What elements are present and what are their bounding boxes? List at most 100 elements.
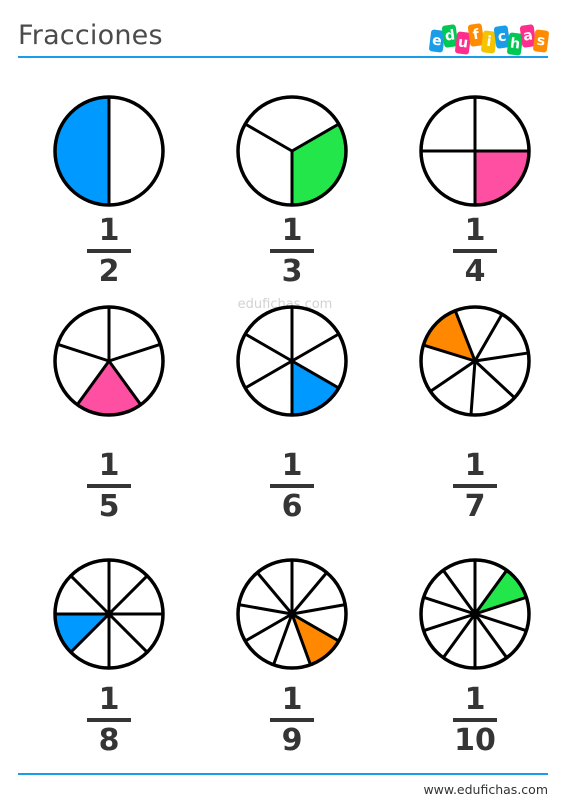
denominator: 8 — [98, 723, 120, 758]
numerator: 1 — [281, 213, 303, 248]
divider-line — [473, 351, 530, 363]
denominator: 10 — [454, 723, 496, 758]
fraction-bar — [270, 718, 314, 722]
divider-line — [473, 612, 509, 660]
circle-outline — [419, 305, 531, 417]
fraction-circle-1-6 — [234, 303, 350, 419]
divider-line — [290, 571, 329, 616]
divider-line — [421, 343, 477, 363]
divider-line — [473, 568, 509, 616]
denominator: 4 — [464, 254, 486, 289]
numerator: 1 — [98, 682, 120, 717]
divider-line — [453, 309, 477, 363]
divider-line — [272, 612, 294, 667]
divider-line — [441, 568, 477, 616]
divider-line — [473, 312, 504, 363]
numerator: 1 — [281, 448, 303, 483]
divider-line — [69, 574, 111, 616]
divider-line — [469, 359, 477, 417]
divider-line — [473, 359, 517, 400]
fraction-circle-1-10 — [417, 556, 533, 672]
fraction-bar — [87, 249, 131, 253]
numerator: 1 — [464, 213, 486, 248]
highlighted-sector — [77, 361, 141, 415]
footer-divider — [18, 773, 548, 775]
divider-line — [107, 342, 162, 363]
denominator: 6 — [281, 489, 303, 524]
divider-line — [290, 332, 341, 363]
fraction-bar — [453, 249, 497, 253]
divider-line — [107, 574, 149, 616]
circle-outline — [53, 305, 165, 417]
circle-outline — [53, 95, 165, 207]
numerator: 1 — [98, 448, 120, 483]
divider-line — [243, 359, 294, 390]
highlighted-sector — [292, 361, 339, 415]
divider-line — [75, 359, 111, 407]
divider-line — [255, 571, 294, 616]
divider-line — [290, 612, 341, 643]
denominator: 3 — [281, 254, 303, 289]
fraction-bar — [453, 718, 497, 722]
divider-line — [441, 612, 477, 660]
logo-letter: s — [532, 29, 550, 53]
divider-line — [473, 595, 528, 616]
numerator: 1 — [98, 213, 120, 248]
fraction-bar — [453, 484, 497, 488]
header-divider — [18, 56, 548, 58]
highlighted-sector — [55, 97, 109, 205]
divider-line — [290, 612, 312, 667]
circle-outline — [236, 95, 348, 207]
divider-line — [422, 612, 477, 633]
fraction-bar — [87, 484, 131, 488]
highlighted-sector — [475, 151, 529, 205]
divider-line — [473, 612, 528, 633]
circle-outline — [236, 558, 348, 670]
numerator: 1 — [281, 682, 303, 717]
circle-outline — [419, 95, 531, 207]
divider-line — [56, 342, 111, 363]
denominator: 2 — [98, 254, 120, 289]
divider-line — [243, 612, 294, 643]
divider-line — [107, 612, 149, 654]
numerator: 1 — [464, 448, 486, 483]
divider-line — [243, 332, 294, 363]
fraction-bar — [270, 249, 314, 253]
page-title: Fracciones — [18, 20, 163, 51]
divider-line — [290, 122, 341, 153]
fraction-circle-1-5 — [51, 303, 167, 419]
divider-line — [290, 603, 347, 616]
fraction-circle-1-9 — [234, 556, 350, 672]
divider-line — [243, 122, 294, 153]
circle-outline — [419, 558, 531, 670]
highlighted-sector — [292, 614, 339, 665]
fraction-circle-1-8 — [51, 556, 167, 672]
divider-line — [69, 612, 111, 654]
fraction-circle-1-7 — [417, 303, 533, 419]
fraction-circle-1-4 — [417, 93, 533, 209]
divider-line — [422, 595, 477, 616]
numerator: 1 — [464, 682, 486, 717]
circle-outline — [236, 305, 348, 417]
fraction-circle-1-2 — [51, 93, 167, 209]
fraction-bar — [270, 484, 314, 488]
denominator: 7 — [464, 489, 486, 524]
highlighted-sector — [475, 570, 527, 614]
highlighted-sector — [55, 614, 109, 653]
footer-url: www.edufichas.com — [423, 782, 548, 797]
fraction-circle-1-3 — [234, 93, 350, 209]
fraction-bar — [87, 718, 131, 722]
divider-line — [107, 359, 143, 407]
divider-line — [290, 359, 341, 390]
denominator: 9 — [281, 723, 303, 758]
